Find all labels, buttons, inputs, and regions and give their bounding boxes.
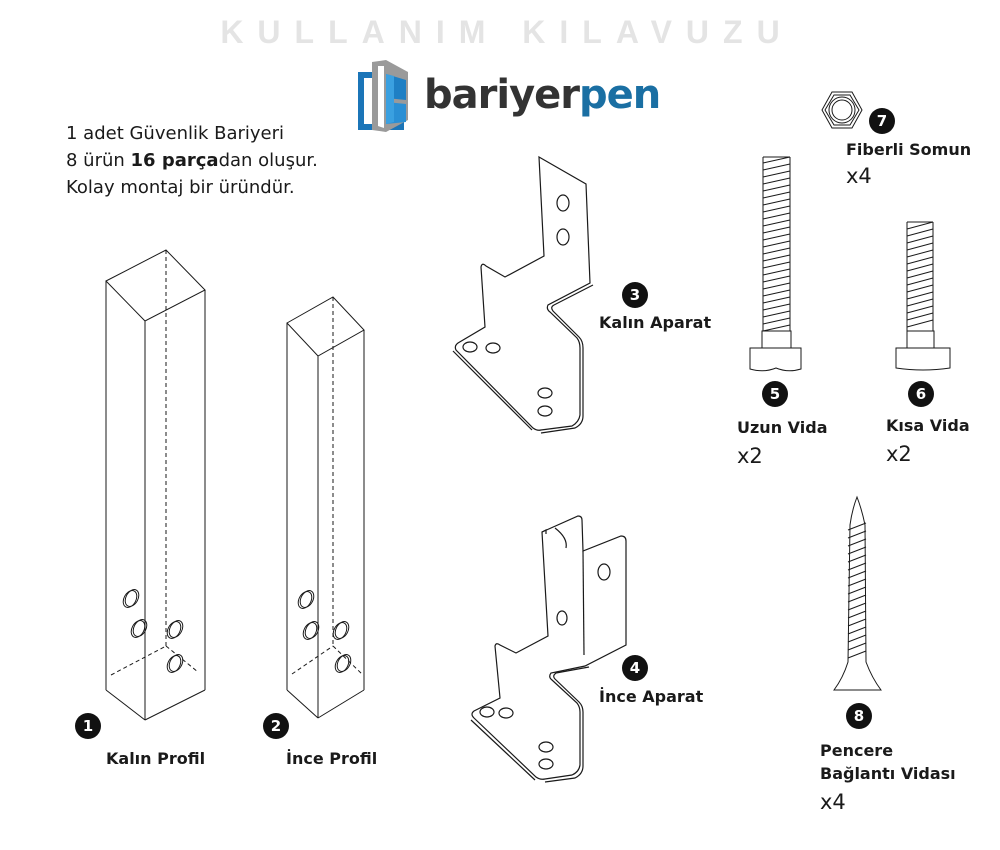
part-label-thin-bracket: İnce Aparat	[599, 687, 704, 706]
intro-bold-count: 16 parça	[130, 150, 219, 171]
part-label-thick-bracket: Kalın Aparat	[599, 313, 712, 332]
part-number-badge-1: 1	[75, 713, 101, 739]
document-title: KULLANIM KILAVUZU	[220, 14, 794, 50]
part-number-badge-3: 3	[622, 282, 648, 308]
short-screw-drawing	[896, 222, 950, 370]
brand-part-pen: pen	[579, 72, 661, 118]
intro-line-3: Kolay montaj bir üründür.	[66, 177, 295, 198]
thick-profile-drawing	[106, 250, 205, 720]
intro-line-1: 1 adet Güvenlik Bariyeri	[66, 123, 285, 144]
part-label-thin-profile: İnce Profil	[286, 749, 378, 768]
part-number-badge-6: 6	[908, 381, 934, 407]
part-number-badge-8: 8	[846, 703, 872, 729]
part-label-nylon-nut: Fiberli Somun	[846, 140, 972, 159]
brand-logo-text: bariyerpen	[424, 72, 661, 118]
long-screw-drawing	[750, 157, 801, 371]
part-quantity-nylon-nut: x4	[846, 164, 872, 188]
part-label-long-screw: Uzun Vida	[737, 418, 828, 437]
part-number-badge-4: 4	[622, 655, 648, 681]
intro-text: 1 adet Güvenlik Bariyeri 8 ürün 16 parça…	[66, 120, 318, 201]
part-label-window-screw-line1: Pencere	[820, 741, 894, 760]
intro-line-2: 8 ürün 16 parçadan oluşur.	[66, 150, 318, 171]
part-quantity-long-screw: x2	[737, 444, 763, 468]
part-number-badge-5: 5	[762, 381, 788, 407]
part-quantity-short-screw: x2	[886, 442, 912, 466]
brand-part-bariyer: bariyer	[424, 72, 580, 118]
part-label-short-screw: Kısa Vida	[886, 416, 970, 435]
part-label-window-screw-line2: Bağlantı Vidası	[820, 764, 956, 783]
part-number-badge-2: 2	[263, 713, 289, 739]
window-logo-icon	[358, 60, 408, 132]
window-screw-drawing	[834, 497, 881, 690]
part-label-thick-profile: Kalın Profil	[106, 749, 206, 768]
nylon-nut-drawing	[822, 92, 862, 128]
part-quantity-window-screw: x4	[820, 790, 846, 814]
thin-profile-drawing	[287, 297, 364, 718]
thick-bracket-drawing	[453, 157, 593, 433]
part-number-badge-7: 7	[869, 108, 895, 134]
thin-bracket-drawing	[471, 516, 626, 782]
